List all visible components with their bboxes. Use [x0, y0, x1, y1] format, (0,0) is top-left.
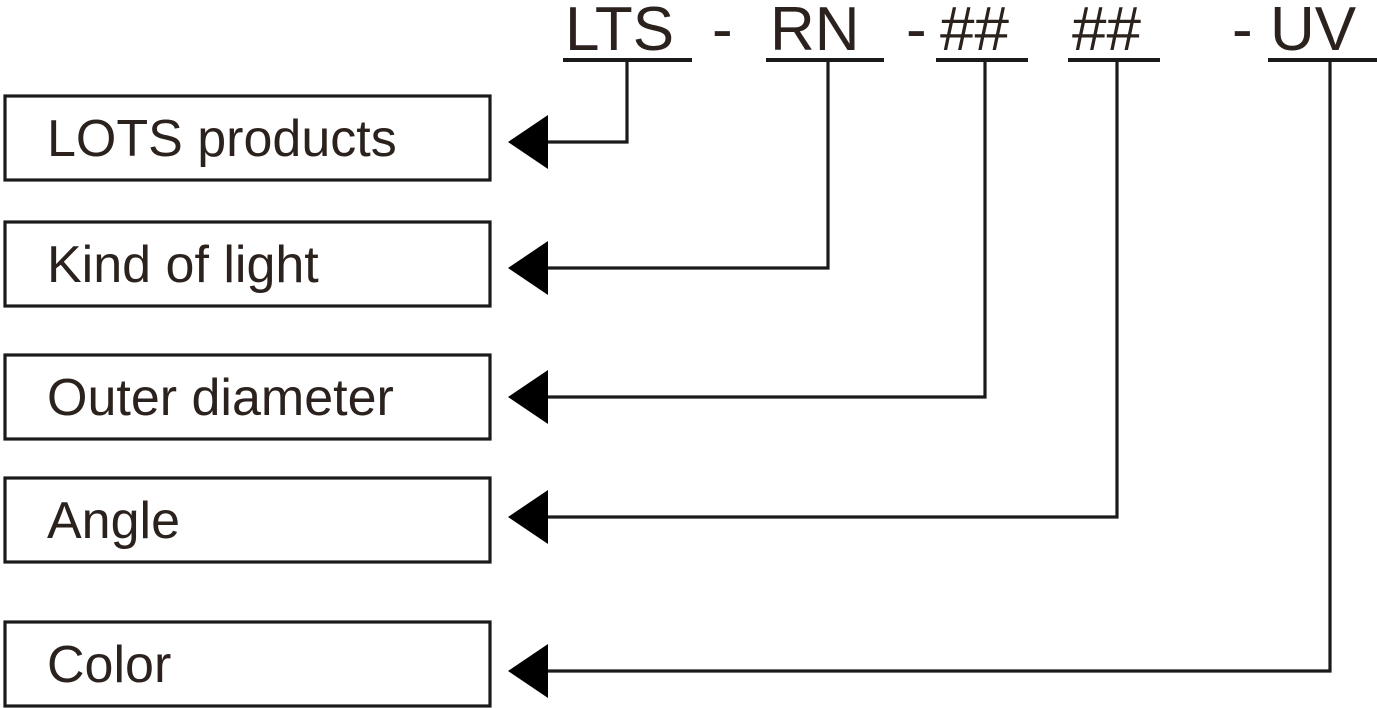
- arrowhead-label-color: [508, 644, 548, 698]
- leader-line-label-lots-products: [548, 60, 629, 144]
- label-box-outline-label-color: [3, 620, 492, 708]
- leader-line-label-color: [548, 60, 1332, 673]
- arrowhead-label-kind-of-light: [508, 241, 548, 295]
- code-segment-sep-3: -: [1232, 0, 1253, 64]
- code-segment-seg-angle: ##: [1072, 0, 1141, 64]
- code-segment-sep-1: -: [712, 0, 733, 64]
- code-string-group: LTS-RN-####-UV: [563, 0, 1377, 64]
- label-box-label-outer-diameter[interactable]: Outer diameter: [3, 353, 492, 441]
- label-text-label-kind-of-light: Kind of light: [47, 236, 319, 294]
- leader-line-label-kind-of-light: [548, 60, 830, 270]
- label-text-label-angle: Angle: [47, 492, 180, 550]
- arrowhead-label-angle: [508, 490, 548, 544]
- label-text-label-color: Color: [47, 636, 171, 694]
- label-text-label-lots-products: LOTS products: [47, 110, 397, 168]
- code-segment-seg-uv: UV: [1270, 0, 1357, 64]
- label-box-label-lots-products[interactable]: LOTS products: [3, 94, 492, 182]
- label-box-outline-label-outer-diameter: [3, 353, 492, 441]
- leader-lines-group: [508, 60, 1332, 698]
- code-segment-seg-lts: LTS: [565, 0, 674, 64]
- label-box-label-color[interactable]: Color: [3, 620, 492, 708]
- label-box-outline-label-angle: [3, 476, 492, 564]
- leader-line-label-angle: [548, 60, 1119, 519]
- label-box-outline-label-kind-of-light: [3, 220, 492, 308]
- label-box-outline-label-lots-products: [3, 94, 492, 182]
- label-box-label-angle[interactable]: Angle: [3, 476, 492, 564]
- arrowhead-label-outer-diameter: [508, 370, 548, 424]
- code-segment-sep-2: -: [906, 0, 927, 64]
- label-text-label-outer-diameter: Outer diameter: [47, 369, 394, 427]
- code-segment-seg-rn: RN: [770, 0, 860, 64]
- leader-line-label-outer-diameter: [548, 60, 987, 399]
- arrowhead-label-lots-products: [508, 115, 548, 169]
- code-segment-seg-od: ##: [940, 0, 1009, 64]
- label-box-label-kind-of-light[interactable]: Kind of light: [3, 220, 492, 308]
